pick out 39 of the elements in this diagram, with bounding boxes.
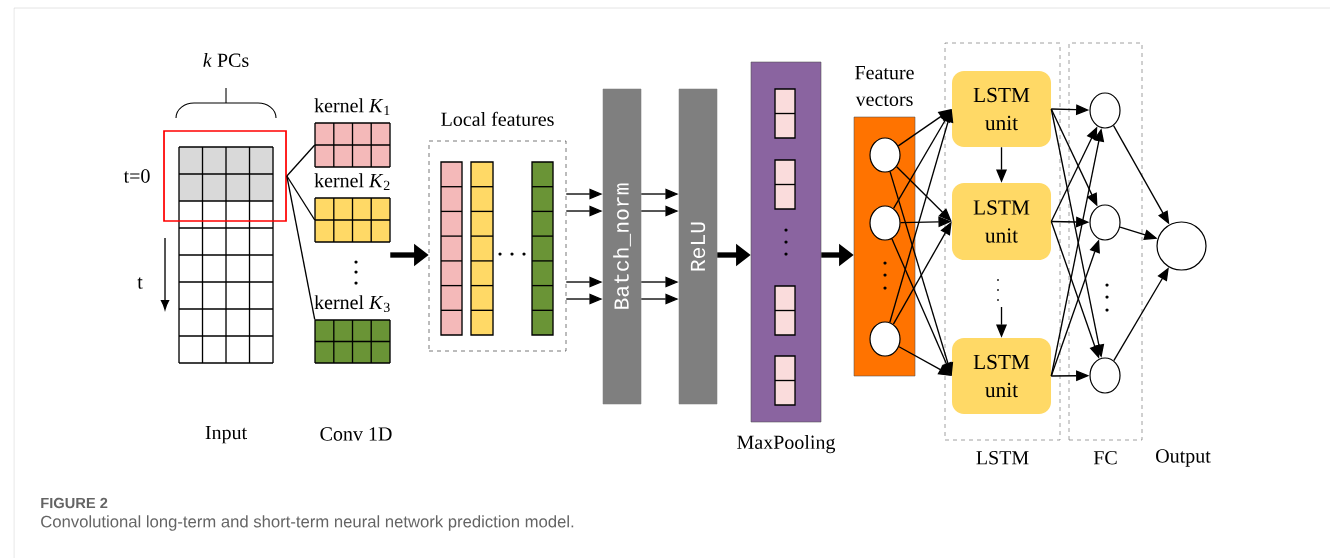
lstm-unit-box: LSTM unit [952,71,1051,147]
neuron-circle [869,321,901,357]
connector-line [286,144,316,177]
figure-number: FIGURE 2 [41,497,108,509]
stage-label: Conv 1D [320,427,392,441]
neuron-circle [1089,357,1121,394]
neuron-circle [869,205,901,241]
kernel-grid: kernel K$_{1}$ [314,98,391,168]
lstm-unit-box: LSTM unit [952,183,1051,260]
caption: Convolutional long-term and short-term neural network prediction model. [41,515,574,531]
kernel-grid: kernel K$_{3}$ [314,295,391,364]
node-label: kernel K$_{2}$ [314,173,390,191]
kernel-grid: kernel K$_{2}$ [314,173,391,243]
node-label: kernel K$_{3}$ [314,295,390,313]
time-label: t=0 [123,169,150,183]
neuron-circle [1089,204,1121,241]
neuron-circle [1089,92,1121,129]
node-label: kernel K$_{1}$ [314,98,390,116]
node-label: MaxPooling [737,435,836,454]
node-label: Input [205,425,247,444]
relu-layer: ReLU [678,88,718,405]
batch-norm-layer: Batch_norm [602,88,642,405]
connector-line [286,175,316,221]
axis-label: k PCs [203,53,249,68]
neuron-circle [869,137,901,173]
arrow [891,238,952,376]
stage-label: Output [1156,449,1211,467]
node-label: LSTM [976,450,1029,465]
node-label: Local features [441,111,554,127]
fc-layer-box: FC [1068,42,1143,465]
time-label: t [137,277,143,289]
input-grid: Input [178,146,274,444]
connector-line [286,175,316,321]
feature-map-box: Local features [428,111,567,352]
selection-window [163,130,287,222]
output-circle [1156,221,1207,271]
node-label: FC [1093,450,1117,465]
node-label: Feature vectors [855,66,914,107]
lstm-unit-box: LSTM unit [952,338,1051,414]
